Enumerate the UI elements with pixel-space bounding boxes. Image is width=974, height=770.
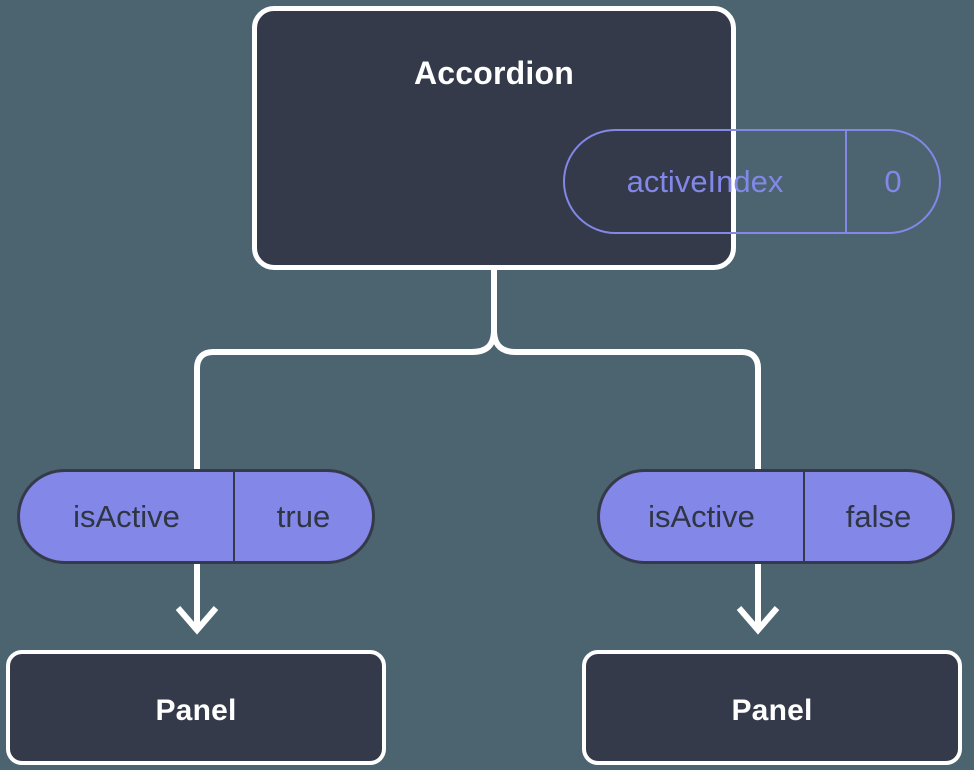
prop-pill-right[interactable]: isActive false (597, 469, 955, 564)
branch-connector-path-left (194, 327, 497, 473)
prop-pill-left[interactable]: isActive true (17, 469, 375, 564)
prop-pill-right-value: false (845, 499, 912, 534)
accordion-state-key: activeIndex (565, 131, 847, 232)
prop-pill-left-key: isActive (20, 472, 235, 561)
branch-connector-path (491, 267, 761, 473)
panel-card-left[interactable]: Panel (6, 650, 386, 765)
accordion-state-pill[interactable]: activeIndex 0 (563, 129, 941, 234)
arrow-right-to-panel (736, 564, 780, 635)
prop-pill-right-key: isActive (600, 472, 805, 561)
accordion-title: Accordion (413, 55, 575, 91)
panel-right-title: Panel (731, 694, 813, 727)
accordion-component-card[interactable]: Accordion activeIndex 0 (252, 6, 941, 270)
arrow-left-to-panel (175, 564, 219, 635)
prop-pill-left-value: true (276, 499, 331, 534)
panel-left-title: Panel (155, 694, 237, 727)
panel-card-right[interactable]: Panel (582, 650, 962, 765)
accordion-state-value: 0 (884, 164, 902, 199)
